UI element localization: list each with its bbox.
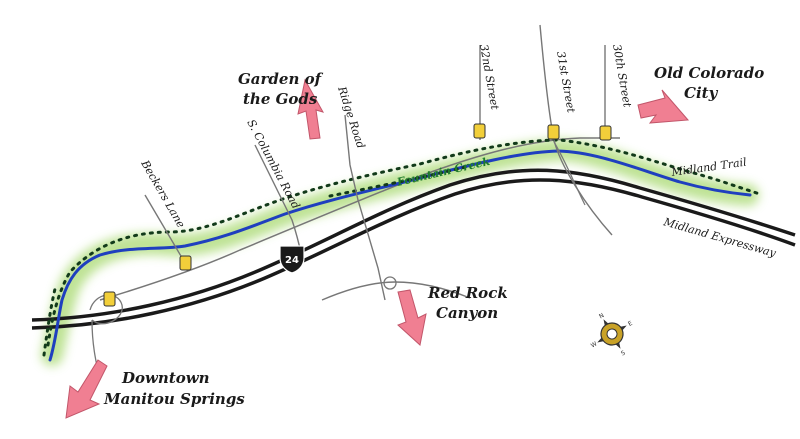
manitou-loop: [89, 294, 123, 325]
midland-trail-south: [42, 283, 58, 357]
marker-31st: [547, 124, 560, 140]
trail-markers: [103, 123, 612, 307]
branch-road: [553, 141, 586, 206]
red-rock-road: [321, 281, 471, 301]
label-32nd-street: 32nd Street: [477, 43, 501, 111]
compass-w: W: [590, 340, 599, 349]
label-old-colorado-line2: City: [684, 84, 719, 102]
marker-30th: [599, 125, 612, 141]
label-midland-expressway: Midland Expressway: [661, 215, 778, 260]
marker-manitou: [103, 291, 116, 307]
fountain-creek: [48, 149, 752, 362]
label-columbia-road: S. Columbia Road: [244, 117, 302, 211]
arrow-garden-of-the-gods: [297, 78, 325, 140]
label-red-rock-line2: Canyon: [436, 304, 498, 322]
label-garden-line1: Garden of: [238, 70, 324, 88]
ridge-road: [344, 114, 386, 301]
arrow-downtown-manitou: [65, 359, 108, 419]
midland-trail-segment: [328, 164, 472, 198]
midland-trail-north: [46, 138, 762, 347]
compass-n: N: [598, 312, 605, 320]
label-beckers-lane: Beckers Lane: [138, 157, 188, 230]
label-red-rock-line1: Red Rock: [427, 284, 508, 302]
label-old-colorado-line1: Old Colorado: [654, 64, 764, 82]
roundabout: [383, 276, 397, 290]
highway-24-shield: 24: [279, 245, 305, 274]
compass-s: S: [620, 349, 627, 357]
marker-beckers: [179, 255, 192, 271]
old-road: [99, 137, 620, 301]
label-midland-trail: Midland Trail: [670, 155, 748, 179]
compass-rose: N E S W: [590, 312, 634, 357]
label-ridge-road: Ridge Road: [335, 84, 368, 150]
31st-street-road: [539, 24, 613, 236]
midland-expressway-south: [31, 178, 796, 330]
arrow-old-colorado-city: [637, 89, 690, 124]
arrow-red-rock-canyon: [397, 289, 427, 346]
label-downtown-line2: Manitou Springs: [103, 390, 245, 408]
label-31st-street: 31st Street: [554, 50, 578, 114]
label-30th-street: 30th Street: [610, 43, 634, 109]
highway-number: 24: [285, 255, 299, 266]
label-garden-line2: the Gods: [243, 90, 318, 108]
marker-32nd: [473, 123, 486, 139]
label-downtown-line1: Downtown: [121, 369, 210, 387]
midland-expressway-north: [31, 168, 796, 322]
compass-e: E: [627, 320, 634, 328]
